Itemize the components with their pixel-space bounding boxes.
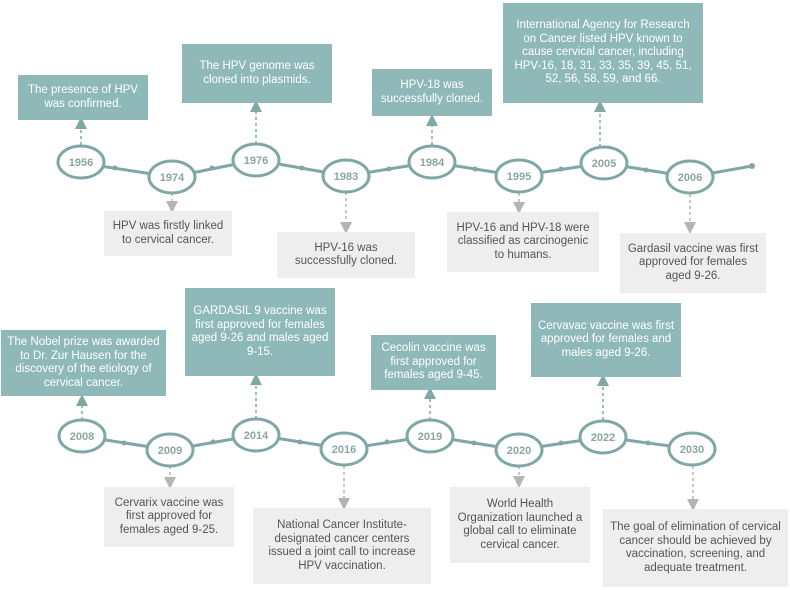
event-box-2008: The Nobel prize was awarded to Dr. Zur H… <box>1 330 166 396</box>
year-label-2022: 2022 <box>591 432 615 444</box>
year-node-2016: 2016 <box>319 431 369 467</box>
event-box-2014: GARDASIL 9 vaccine was first approved fo… <box>185 288 335 376</box>
year-label-1984: 1984 <box>420 157 445 169</box>
connectors-row-2-down <box>164 466 699 511</box>
event-box-2016: National Cancer Institute-designated can… <box>253 508 431 584</box>
year-node-1983: 1983 <box>321 158 371 194</box>
event-box-2005: International Agency for Research on Can… <box>503 3 703 103</box>
event-box-2020: World Health Organization launched a glo… <box>450 487 590 563</box>
connectors-row-1-up <box>75 100 606 147</box>
year-label-1976: 1976 <box>244 155 268 167</box>
year-label-2008: 2008 <box>70 431 94 443</box>
event-box-1995: HPV-16 and HPV-18 were classified as car… <box>447 212 599 272</box>
year-label-2019: 2019 <box>418 431 442 443</box>
year-node-2022: 2022 <box>578 419 628 455</box>
year-node-2030: 2030 <box>667 431 717 467</box>
event-box-2006: Gardasil vaccine was first approved for … <box>620 233 766 293</box>
year-label-1995: 1995 <box>507 171 531 183</box>
year-label-2030: 2030 <box>680 444 704 456</box>
event-box-2030: The goal of elimination of cervical canc… <box>603 509 788 587</box>
timeline-end-dot-row-1 <box>749 163 755 169</box>
event-box-1983: HPV-16 was successfully cloned. <box>277 232 415 278</box>
year-node-2014: 2014 <box>231 417 281 453</box>
event-box-1984: HPV-18 was successfully cloned. <box>372 69 492 116</box>
year-label-2005: 2005 <box>592 158 616 170</box>
year-node-1995: 1995 <box>494 158 544 194</box>
connectors-row-2-up <box>76 373 609 420</box>
year-node-1984: 1984 <box>407 144 457 180</box>
event-box-2022: Cervavac vaccine was first approved for … <box>531 303 681 377</box>
event-box-1976: The HPV genome was cloned into plasmids. <box>182 44 332 103</box>
year-node-2020: 2020 <box>494 432 544 468</box>
year-label-1974: 1974 <box>160 172 185 184</box>
year-node-2009: 2009 <box>145 432 195 468</box>
joint-dots-row-1 <box>112 165 649 173</box>
connectors-row-1-down <box>166 192 696 234</box>
year-label-2014: 2014 <box>244 430 269 442</box>
joint-dots-row-2 <box>121 439 651 446</box>
year-node-2005: 2005 <box>579 145 629 181</box>
event-box-2019: Cecolin vaccine was first approved for f… <box>371 335 496 390</box>
event-box-1956: The presence of HPV was confirmed. <box>18 75 148 120</box>
event-box-2009: Cervarix vaccine was first approved for … <box>104 487 234 547</box>
year-node-2019: 2019 <box>405 418 455 454</box>
year-label-1956: 1956 <box>69 157 93 169</box>
year-node-1956: 1956 <box>56 144 106 180</box>
year-label-2009: 2009 <box>158 445 182 457</box>
year-label-1983: 1983 <box>334 171 358 183</box>
year-label-2006: 2006 <box>678 172 702 184</box>
year-node-2008: 2008 <box>57 418 107 454</box>
event-box-1974: HPV was firstly linked to cervical cance… <box>104 211 232 256</box>
year-node-1976: 1976 <box>231 142 281 178</box>
year-label-2016: 2016 <box>332 444 356 456</box>
year-label-2020: 2020 <box>507 445 531 457</box>
year-node-2006: 2006 <box>665 159 715 195</box>
year-node-1974: 1974 <box>147 159 197 195</box>
